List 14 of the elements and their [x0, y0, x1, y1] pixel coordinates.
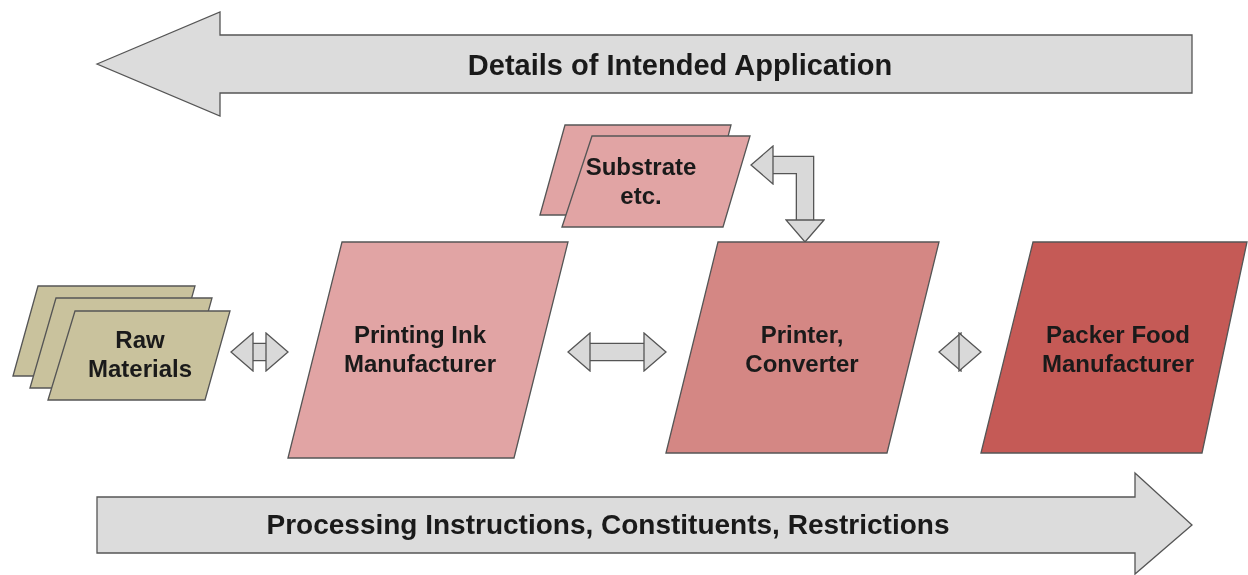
parallelogram-box [666, 242, 939, 453]
stacked-parallelogram-box [540, 125, 751, 227]
parallelogram-box [288, 242, 568, 458]
parallelogram-box [981, 242, 1247, 453]
node-label: Printer, Converter [744, 321, 860, 379]
node-label: Raw Materials [86, 326, 194, 384]
stacked-parallelogram-box [13, 286, 231, 401]
node-label: Details of Intended Application [466, 47, 894, 83]
node-label: Packer Food Manufacturer [1041, 321, 1195, 379]
node-label: Processing Instructions, Constituents, Restrictions [265, 508, 951, 542]
node-label: Substrate etc. [584, 153, 698, 211]
node-label: Printing Ink Manufacturer [343, 321, 497, 379]
arrow-banner [97, 12, 1193, 116]
arrow-banner [97, 473, 1193, 575]
